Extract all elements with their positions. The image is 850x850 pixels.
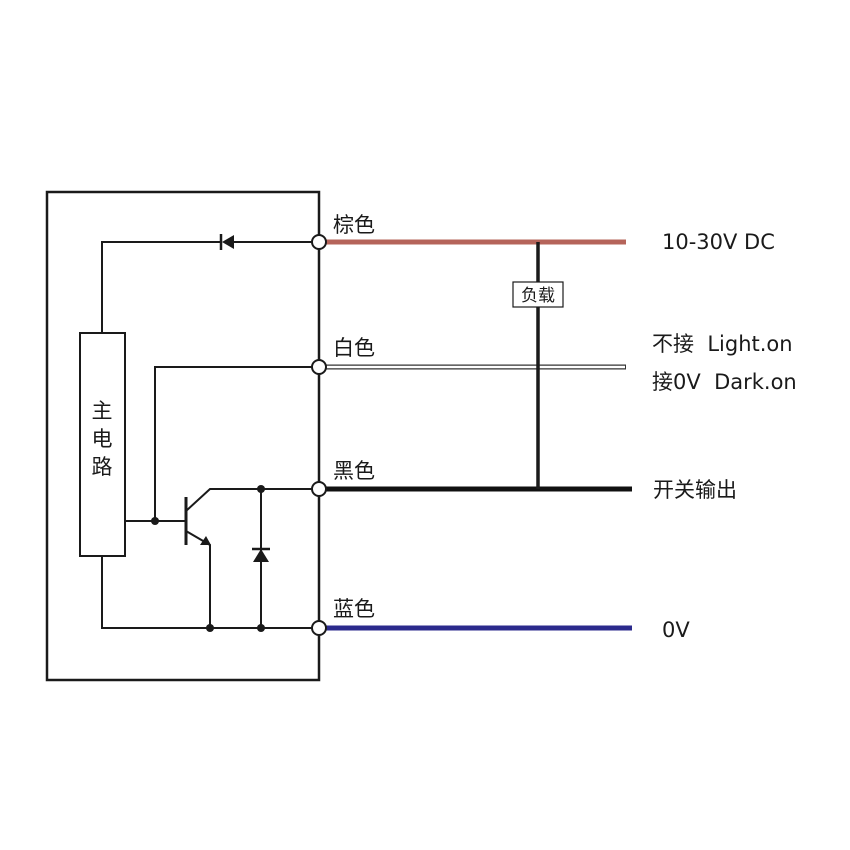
- blue-wire-label: 蓝色: [333, 597, 375, 621]
- brown-wire-label: 棕色: [333, 213, 375, 237]
- base-junction-dot: [151, 517, 159, 525]
- brown-signal-label: 10-30V DC: [662, 230, 775, 254]
- protection-diode-icon: [253, 549, 269, 562]
- collector-junction-dot: [257, 485, 265, 493]
- main-circuit-label-3: 路: [92, 455, 113, 479]
- transistor-emitter-arrow-icon: [200, 536, 211, 545]
- internal-ground-wire: [101, 556, 312, 629]
- load-label: 负载: [521, 286, 555, 306]
- transistor-collector: [185, 488, 312, 512]
- diode-ground-junction-dot: [257, 624, 265, 632]
- main-circuit-label-1: 主: [92, 399, 113, 423]
- internal-supply-wire: [101, 241, 221, 333]
- blue-signal-label: 0V: [662, 618, 690, 642]
- black-signal-label: 开关输出: [653, 478, 737, 502]
- transistor-emitter: [185, 530, 211, 628]
- internal-white-wire: [154, 366, 312, 521]
- sensor-enclosure: [45, 190, 321, 682]
- emitter-junction-dot: [206, 624, 214, 632]
- black-wire-label: 黑色: [333, 459, 375, 483]
- white-terminal: [311, 359, 327, 375]
- black-terminal: [311, 481, 327, 497]
- white-wire-label: 白色: [333, 336, 375, 360]
- white-signal-label-1: 不接 Light.on: [652, 332, 793, 356]
- blue-terminal: [311, 620, 327, 636]
- supply-diode-icon: [222, 235, 234, 249]
- load-label-box: [512, 281, 564, 308]
- main-circuit-label-2: 电: [92, 427, 113, 451]
- white-signal-label-2: 接0V Dark.on: [652, 370, 797, 394]
- brown-terminal: [311, 234, 327, 250]
